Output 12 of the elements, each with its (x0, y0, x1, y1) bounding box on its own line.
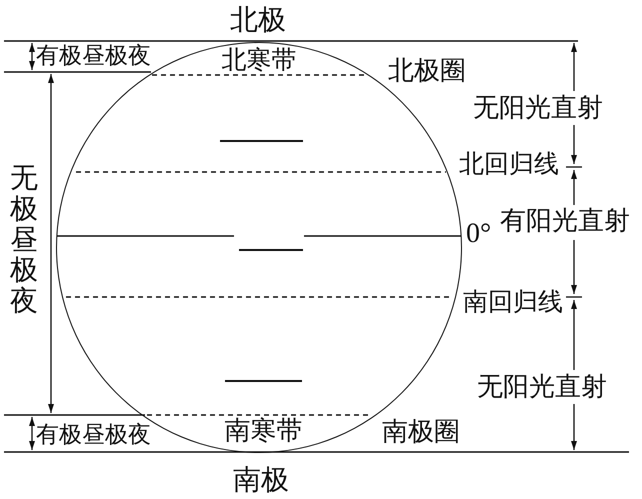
zone-label: 北寒带 (221, 47, 296, 72)
sunlight-label: 有阳光直射 (500, 208, 630, 234)
polar-day-night-label: 有极昼极夜 (36, 45, 151, 68)
latitude-label: 北回归线 (459, 151, 559, 176)
latitude-label: 北极圈 (388, 58, 466, 84)
latitude-label: 0° (466, 220, 492, 248)
sunlight-label: 无阳光直射 (477, 374, 607, 400)
zone-label: 南寒带 (224, 418, 302, 444)
polar-day-night-label: 有极昼极夜 (36, 424, 151, 447)
sunlight-label: 无阳光直射 (473, 95, 603, 121)
latitude-label: 南极圈 (382, 419, 460, 445)
polar-day-night-label: 无极昼极夜 (10, 163, 38, 317)
